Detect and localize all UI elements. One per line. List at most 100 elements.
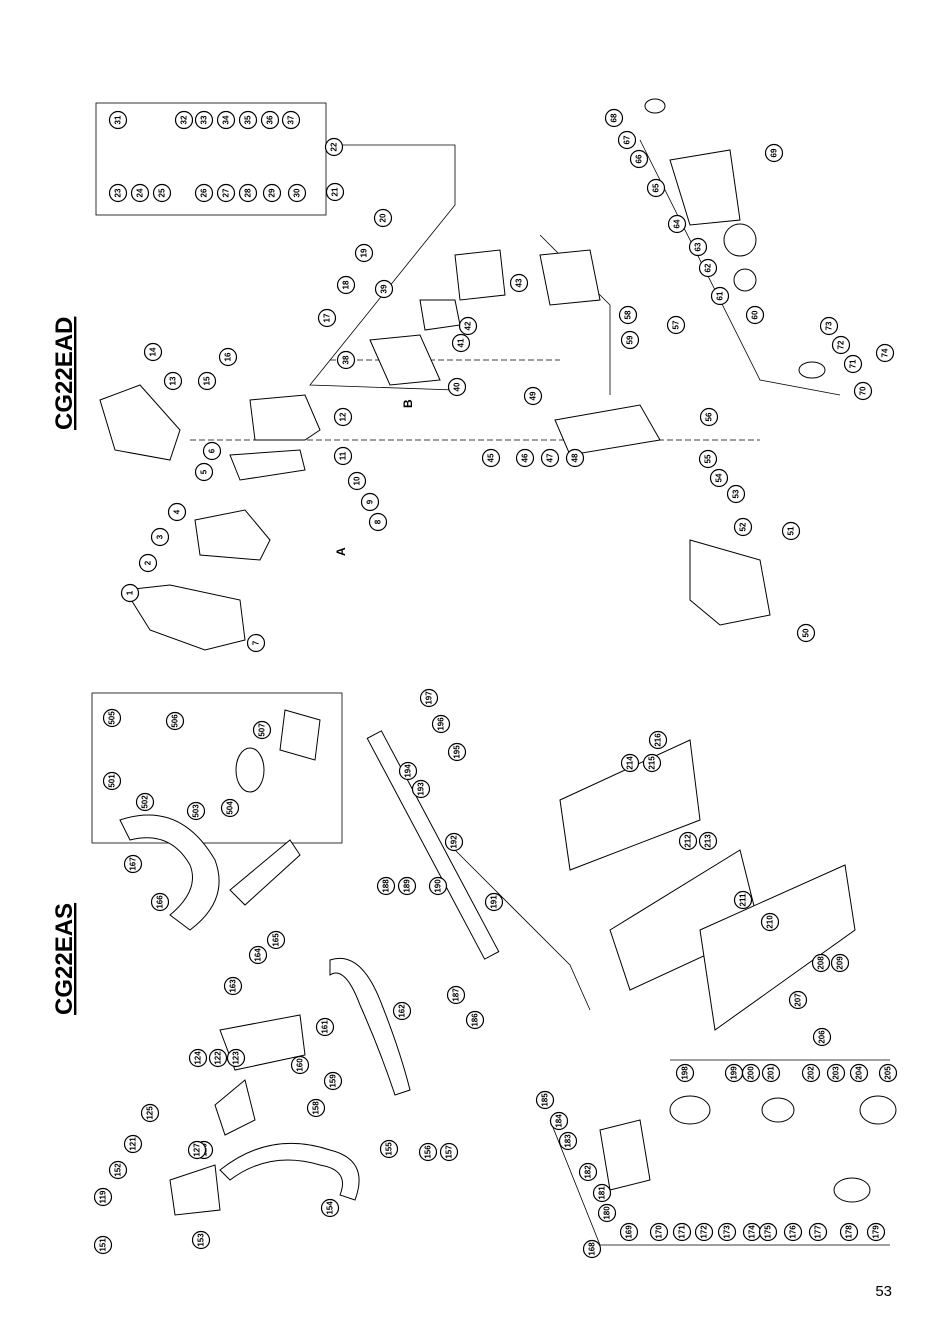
recoil-spring-part [723, 223, 757, 257]
callout-number: 54 [715, 473, 724, 482]
callout-41: 41 [451, 333, 471, 353]
callout-53: 53 [726, 484, 746, 504]
callout-42: 42 [458, 316, 478, 336]
callout-210: 210 [760, 912, 780, 932]
callout-175: 175 [758, 1222, 778, 1242]
callout-number: 190 [434, 879, 443, 893]
callout-number: 206 [818, 1030, 827, 1044]
callout-16: 16 [218, 347, 238, 367]
callout-57: 57 [666, 315, 686, 335]
callout-number: 122 [214, 1051, 223, 1065]
callout-507: 507 [252, 720, 272, 740]
callout-29: 29 [262, 183, 282, 203]
callout-121: 121 [123, 1134, 143, 1154]
muffler-plate-part [229, 449, 306, 481]
callout-number: 180 [603, 1206, 612, 1220]
callout-201: 201 [761, 1063, 781, 1083]
callout-number: 167 [129, 857, 138, 871]
callout-504: 504 [220, 798, 240, 818]
callout-73: 73 [819, 316, 839, 336]
callout-number: 162 [398, 1004, 407, 1018]
callout-number: 10 [353, 476, 362, 485]
carburetor-body-part [369, 334, 441, 386]
callout-27: 27 [216, 183, 236, 203]
callout-number: 28 [244, 188, 253, 197]
crankcase-part [689, 539, 771, 626]
callout-125: 125 [140, 1103, 160, 1123]
callout-number: 177 [814, 1225, 823, 1239]
guide-line [449, 844, 591, 1011]
bike-handle-part [329, 958, 411, 1096]
callout-number: 68 [610, 113, 619, 122]
callout-number: 63 [694, 242, 703, 251]
callout-number: 62 [704, 263, 713, 272]
callout-24: 24 [130, 183, 150, 203]
callout-number: 3 [156, 534, 165, 539]
callout-158: 158 [306, 1098, 326, 1118]
callout-171: 171 [672, 1222, 692, 1242]
callout-506: 506 [165, 711, 185, 731]
callout-number: 191 [490, 895, 499, 909]
callout-189: 189 [397, 876, 417, 896]
callout-number: 184 [555, 1114, 564, 1128]
callout-4: 4 [167, 502, 187, 522]
callout-11: 11 [333, 446, 353, 466]
callout-13: 13 [163, 371, 183, 391]
callout-14: 14 [143, 342, 163, 362]
callout-number: 203 [832, 1066, 841, 1080]
callout-187: 187 [446, 985, 466, 1005]
guide-line [639, 139, 841, 396]
callout-number: 36 [266, 115, 275, 124]
callout-161: 161 [315, 1017, 335, 1037]
callout-193: 193 [411, 779, 431, 799]
callout-63: 63 [688, 237, 708, 257]
callout-number: 186 [471, 1013, 480, 1027]
callout-50: 50 [796, 623, 816, 643]
callout-number: 22 [330, 142, 339, 151]
callout-501: 501 [102, 771, 122, 791]
callout-number: 23 [114, 188, 123, 197]
callout-22: 22 [324, 137, 344, 157]
callout-190: 190 [428, 876, 448, 896]
callout-185: 185 [535, 1090, 555, 1110]
callout-55: 55 [698, 449, 718, 469]
callout-number: 53 [732, 489, 741, 498]
callout-8: 8 [368, 512, 388, 532]
callout-123: 123 [226, 1048, 246, 1068]
callout-number: 193 [417, 782, 426, 796]
callout-172: 172 [694, 1222, 714, 1242]
callout-214: 214 [620, 753, 640, 773]
callout-number: 58 [624, 310, 633, 319]
callout-number: 174 [748, 1225, 757, 1239]
reference-letter-a: A [334, 547, 348, 556]
grip-part [214, 1079, 256, 1136]
callout-number: 67 [623, 135, 632, 144]
handle-bar-part [219, 1142, 360, 1201]
callout-151: 151 [93, 1235, 113, 1255]
callout-62: 62 [698, 258, 718, 278]
callout-165: 165 [266, 930, 286, 950]
callout-number: 70 [859, 386, 868, 395]
callout-number: 18 [342, 280, 351, 289]
callout-number: 215 [648, 756, 657, 770]
callout-68: 68 [604, 108, 624, 128]
callout-179: 179 [866, 1222, 886, 1242]
callout-number: 71 [849, 359, 858, 368]
callout-162: 162 [392, 1001, 412, 1021]
callout-173: 173 [717, 1222, 737, 1242]
starter-case-part [669, 149, 741, 226]
callout-number: 61 [716, 291, 725, 300]
gear-case-part [599, 1119, 651, 1191]
callout-505: 505 [102, 708, 122, 728]
callout-number: 175 [764, 1225, 773, 1239]
callout-number: 25 [158, 188, 167, 197]
callout-47: 47 [540, 448, 560, 468]
callout-number: 166 [156, 895, 165, 909]
callout-number: 216 [654, 733, 663, 747]
engine-cover-part [124, 584, 246, 651]
callout-212: 212 [678, 831, 698, 851]
callout-177: 177 [808, 1222, 828, 1242]
callout-number: 505 [108, 711, 117, 725]
callout-number: 16 [224, 352, 233, 361]
callout-number: 210 [766, 915, 775, 929]
